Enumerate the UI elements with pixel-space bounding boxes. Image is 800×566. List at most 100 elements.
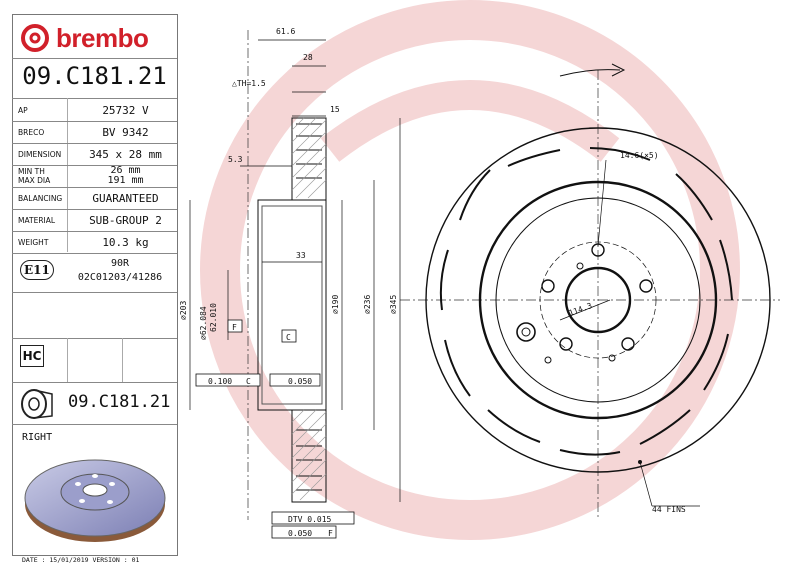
divider <box>122 338 123 382</box>
dim-dia-62-084: ⌀62.084 <box>199 306 208 340</box>
divider <box>12 187 177 188</box>
divider <box>12 338 177 339</box>
locator-hole <box>516 322 536 342</box>
spec-value: 26 mm <box>110 165 141 176</box>
spec-row-material: MATERIAL SUB-GROUP 2 <box>12 209 177 231</box>
disc-outer-edge <box>425 127 771 473</box>
spec-row-breco: BRECO BV 9342 <box>12 121 177 143</box>
spec-label-group: MIN TH MAX DIA <box>12 167 74 185</box>
info-panel <box>12 14 178 556</box>
leader-lines <box>559 159 700 507</box>
brembo-logo-icon <box>21 24 49 52</box>
dim-28: 28 <box>303 53 313 62</box>
rotation-arrow-head <box>611 63 626 77</box>
datum-c: C <box>286 333 291 342</box>
spec-label: BRECO <box>18 127 45 137</box>
spec-row-balancing: BALANCING GUARANTEED <box>12 187 177 209</box>
spec-label: BALANCING <box>18 193 63 203</box>
spec-label: MIN TH <box>18 167 45 176</box>
footer-date-version: DATE : 15/01/2019 VERSION : 01 <box>22 556 140 564</box>
divider <box>12 382 177 383</box>
tolerance-labels: F C 0.100 C 0.050 DTV 0.015 0.050 F <box>208 323 333 538</box>
small-hole <box>608 354 616 362</box>
fins-label: 44 FINS <box>652 505 686 514</box>
dim-dia-190: ⌀190 <box>331 295 340 314</box>
hole-callout: 14.6(×5) <box>620 151 659 160</box>
divider <box>12 98 177 99</box>
disc-friction-inner-edge <box>478 180 718 420</box>
tol-dtv: DTV 0.015 <box>288 515 332 524</box>
divider <box>12 424 177 425</box>
divider <box>12 253 177 254</box>
tol-parallel: 0.050 <box>288 377 312 386</box>
disc-hat-edge <box>495 197 701 403</box>
center-lines <box>247 30 780 520</box>
fin-marker <box>638 460 642 464</box>
dim-dia-345: ⌀345 <box>389 295 398 314</box>
section-view <box>257 117 327 503</box>
section-hatching <box>291 117 327 501</box>
spec-value: 345 x 28 mm <box>89 147 162 161</box>
disc-slots <box>439 147 733 456</box>
spec-row-min-th: MIN TH MAX DIA 26 mm 191 mm <box>12 165 177 187</box>
datum-markers <box>195 319 355 539</box>
part-number: 09.C181.21 <box>22 62 167 90</box>
disc-render-image <box>24 459 166 542</box>
divider <box>12 165 177 166</box>
locator-hole-inner <box>521 327 531 337</box>
spec-value: 10.3 kg <box>102 235 149 249</box>
hc-badge: HC <box>20 345 44 367</box>
spec-label: WEIGHT <box>18 237 49 247</box>
dim-5-3: 5.3 <box>228 155 243 164</box>
divider <box>67 338 68 382</box>
spec-label: MATERIAL <box>18 215 56 225</box>
lug-hole <box>559 337 573 351</box>
tol-runout-ref: C <box>246 377 251 386</box>
spec-value-group: 26 mm 191 mm <box>74 166 177 186</box>
lug-hole <box>541 279 555 293</box>
divider <box>12 292 177 293</box>
spec-label: AP <box>18 105 28 115</box>
small-hole <box>576 262 584 270</box>
disc-front-view <box>425 127 771 473</box>
disc-profile-icon <box>21 389 53 419</box>
spec-label: MAX DIA <box>18 176 51 185</box>
divider <box>12 58 177 59</box>
divider <box>12 143 177 144</box>
spec-label: DIMENSION <box>18 149 62 159</box>
spec-column-divider <box>67 98 68 252</box>
spec-value: 25732 V <box>102 103 149 117</box>
spec-row-ap: AP 25732 V <box>12 99 177 121</box>
rotation-arrow <box>559 69 621 77</box>
tol-flatness: 0.050 <box>288 529 312 538</box>
lug-hole <box>639 279 653 293</box>
spec-value: 191 mm <box>107 175 144 186</box>
brembo-logo: brembo <box>20 20 149 56</box>
datum-f: F <box>232 323 237 332</box>
dim-33: 33 <box>296 251 306 260</box>
divider <box>12 209 177 210</box>
spec-row-weight: WEIGHT 10.3 kg <box>12 231 177 253</box>
dim-dia-236: ⌀236 <box>363 295 372 314</box>
part-number-secondary: 09.C181.21 <box>68 392 171 412</box>
tol-flatness-ref: F <box>328 529 333 538</box>
tol-runout: 0.100 <box>208 377 232 386</box>
spec-row-dimension: DIMENSION 345 x 28 mm <box>12 143 177 165</box>
dim-th: △TH=1.5 <box>232 79 266 88</box>
pcd-circle <box>539 241 657 359</box>
brand-name: brembo <box>56 22 149 53</box>
spec-value: BV 9342 <box>102 125 149 139</box>
disc-center-bore <box>564 266 632 334</box>
divider <box>12 121 177 122</box>
dim-15: 15 <box>330 105 340 114</box>
dimension-labels: 61.6 28 △TH=1.5 15 5.3 33 ⌀203 ⌀62.084 6… <box>179 27 398 340</box>
spec-value: GUARANTEED <box>92 191 159 205</box>
dim-62-010: 62.010 <box>209 303 218 332</box>
approval-text: 90R 02C01203/41286 <box>70 257 170 285</box>
approval-line-2: 02C01203/41286 <box>77 272 163 283</box>
approval-line-1: 90R <box>110 258 130 269</box>
pcd-label: 114.3 <box>568 301 594 318</box>
dimension-lines <box>189 39 401 502</box>
